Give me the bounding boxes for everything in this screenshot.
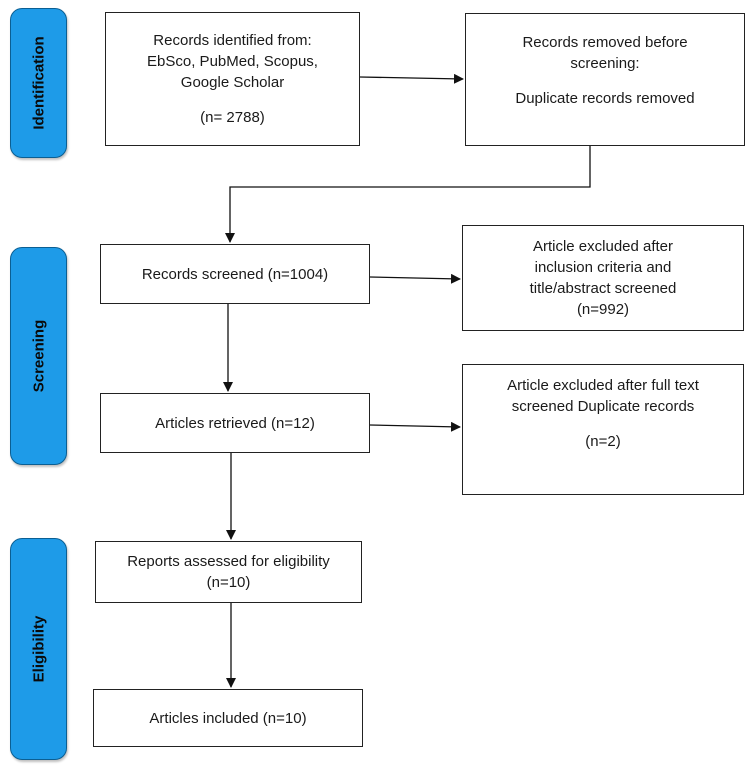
articles-retrieved-line1: Articles retrieved (n=12) [155,414,315,432]
excluded-fulltext-line2: screened Duplicate records [511,398,695,415]
phase-identification: Identification [10,8,67,158]
excluded-title-line3: title/abstract screened [529,280,677,297]
records-identified-line1: Records identified from: [153,32,312,49]
records-identified-line2: EbSco, PubMed, Scopus, [147,53,318,70]
excluded-title-line1: Article excluded after [532,238,674,255]
records-screened-line1: Records screened (n=1004) [141,265,329,283]
phase-screening: Screening [10,247,67,465]
articles-retrieved-box: Articles retrieved (n=12) [100,393,370,453]
excluded-fulltext-line1: Article excluded after full text [507,377,699,394]
arrow-removed-to-screened [225,146,591,243]
records-removed-line3: Duplicate records removed [515,90,695,107]
records-removed-line1: Records removed before [522,34,688,51]
excluded-title-box: Article excluded after inclusion criteri… [462,225,744,331]
phase-eligibility: Eligibility [10,538,67,760]
excluded-title-count: (n=992) [576,301,630,318]
excluded-fulltext-box: Article excluded after full text screene… [462,364,744,495]
records-removed-box: Records removed before screening: Duplic… [465,13,745,146]
excluded-title-line2: inclusion criteria and [534,259,672,276]
arrow-identified-to-removed [359,73,464,84]
excluded-fulltext-count: (n=2) [585,433,621,450]
records-identified-count: (n= 2788) [200,109,265,126]
records-identified-box: Records identified from: EbSco, PubMed, … [105,12,360,146]
reports-assessed-box: Reports assessed for eligibility (n=10) [95,541,362,603]
records-screened-box: Records screened (n=1004) [100,244,370,304]
reports-assessed-line1: Reports assessed for eligibility [127,553,330,570]
records-identified-line3: Google Scholar [180,74,285,91]
articles-included-line1: Articles included (n=10) [149,709,307,727]
arrow-screened-to-excluded [369,273,461,284]
arrow-retrieved-to-excluded [369,421,461,432]
articles-included-box: Articles included (n=10) [93,689,363,747]
records-removed-line2: screening: [570,55,640,72]
reports-assessed-count: (n=10) [206,574,251,591]
